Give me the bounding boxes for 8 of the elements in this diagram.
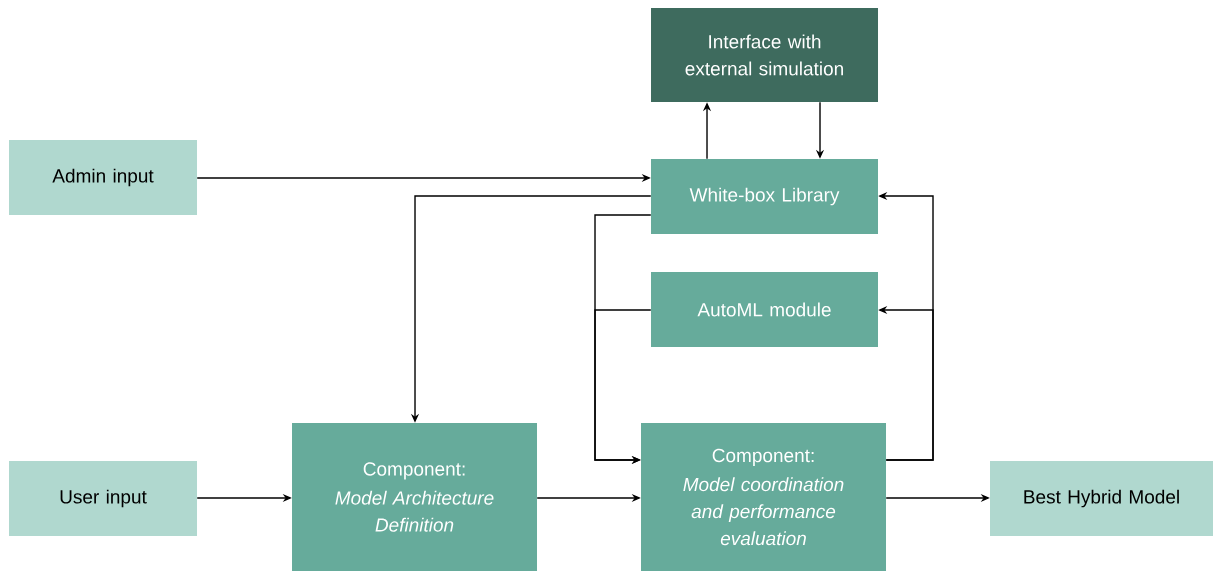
process-box: AutoML module xyxy=(651,272,878,347)
process-box: User input xyxy=(9,461,197,536)
process-box: White-box Library xyxy=(651,159,878,234)
process-box: Component: Model coordination and performance evaluation xyxy=(641,423,886,571)
process-box: Component: Model Architecture Definition xyxy=(292,423,537,571)
process-box: Interface with external simulation xyxy=(651,8,878,102)
process-box: Best Hybrid Model xyxy=(990,461,1213,536)
process-box: Admin input xyxy=(9,140,197,215)
